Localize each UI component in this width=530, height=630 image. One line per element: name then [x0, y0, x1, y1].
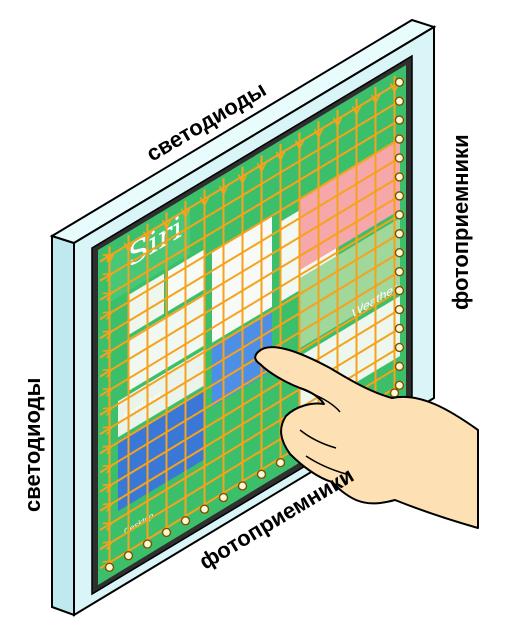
emitter-left	[102, 502, 114, 512]
hand-icon	[254, 346, 479, 529]
emitter-top	[142, 231, 153, 242]
receiver-bottom	[123, 550, 134, 561]
hand-knuckle-line	[299, 429, 337, 449]
emitter-left	[102, 426, 114, 436]
tile-light-1	[128, 273, 164, 336]
label-receivers-right: фотоприемники	[448, 134, 473, 310]
horizontal-beam	[99, 192, 405, 378]
tile-explorer	[118, 349, 204, 438]
emitter-top	[351, 105, 362, 117]
receiver-bottom	[180, 516, 191, 526]
receiver-right	[394, 248, 405, 258]
receiver-bottom	[389, 388, 400, 398]
emitter-top	[161, 219, 172, 230]
frame-side	[51, 234, 75, 617]
horizontal-beam	[99, 211, 405, 397]
horizontal-beam	[99, 286, 405, 474]
horizontal-beam	[99, 173, 405, 359]
receiver-bottom	[237, 481, 248, 491]
receiver-bottom	[199, 504, 210, 514]
emitter-left	[102, 541, 114, 551]
receiver-bottom	[256, 469, 267, 480]
emitter-left	[102, 387, 114, 397]
emitter-left	[102, 349, 114, 359]
horizontal-beam	[99, 97, 405, 282]
emitter-top	[313, 128, 324, 139]
label-emitters-left: светодиоды	[20, 378, 45, 512]
receiver-right	[394, 96, 405, 106]
receiver-right	[394, 153, 405, 163]
emitter-top	[256, 162, 267, 174]
horizontal-beam	[99, 230, 405, 416]
horizontal-beam	[99, 249, 405, 436]
receiver-bottom	[104, 562, 115, 572]
emitter-left	[102, 311, 114, 321]
horizontal-beam	[99, 268, 405, 455]
receiver-right	[394, 134, 405, 144]
receiver-right	[394, 115, 405, 125]
horizontal-beam	[99, 305, 405, 493]
receiver-right	[394, 285, 405, 296]
horizontal-beam	[99, 78, 405, 263]
emitter-top	[180, 208, 191, 219]
receiver-right	[394, 210, 405, 220]
emitter-left	[102, 483, 114, 493]
emitter-left	[102, 464, 114, 474]
horizontal-beam	[99, 135, 405, 320]
emitter-top	[294, 140, 305, 151]
emitter-top	[370, 94, 381, 105]
receiver-right	[394, 172, 405, 182]
emitter-top	[104, 253, 115, 265]
emitter-top	[123, 242, 134, 253]
emitter-left	[102, 368, 114, 378]
emitter-array	[102, 83, 400, 570]
emitter-top	[199, 197, 210, 208]
receiver-right	[394, 323, 405, 334]
emitter-left	[102, 445, 114, 455]
emitter-left	[102, 253, 114, 263]
receiver-right	[394, 229, 405, 239]
receiver-bottom	[161, 527, 172, 538]
emitter-left	[102, 522, 114, 531]
receiver-right	[394, 380, 405, 391]
horizontal-beam	[99, 343, 405, 531]
hand-finger-line	[299, 387, 341, 413]
emitter-left	[102, 330, 114, 340]
receiver-bottom	[142, 539, 153, 549]
emitter-left	[102, 292, 114, 301]
receiver-right	[394, 191, 405, 201]
receiver-right	[394, 304, 405, 315]
emitter-top	[275, 151, 286, 162]
emitter-top	[332, 117, 343, 128]
receiver-bottom	[275, 458, 286, 468]
tile-desktop	[118, 389, 204, 512]
receiver-right	[394, 361, 405, 372]
receiver-bottom	[218, 492, 229, 503]
emitter-left	[102, 407, 114, 416]
horizontal-beam	[99, 154, 405, 340]
emitter-top	[218, 185, 229, 196]
hand-knuckle-line-2	[305, 455, 347, 475]
emitter-top	[237, 174, 248, 185]
receiver-right	[394, 342, 405, 353]
horizontal-beam	[99, 324, 405, 512]
receiver-right	[394, 77, 405, 87]
emitter-left	[102, 272, 114, 282]
receiver-right	[394, 266, 405, 277]
horizontal-beam	[99, 116, 405, 301]
